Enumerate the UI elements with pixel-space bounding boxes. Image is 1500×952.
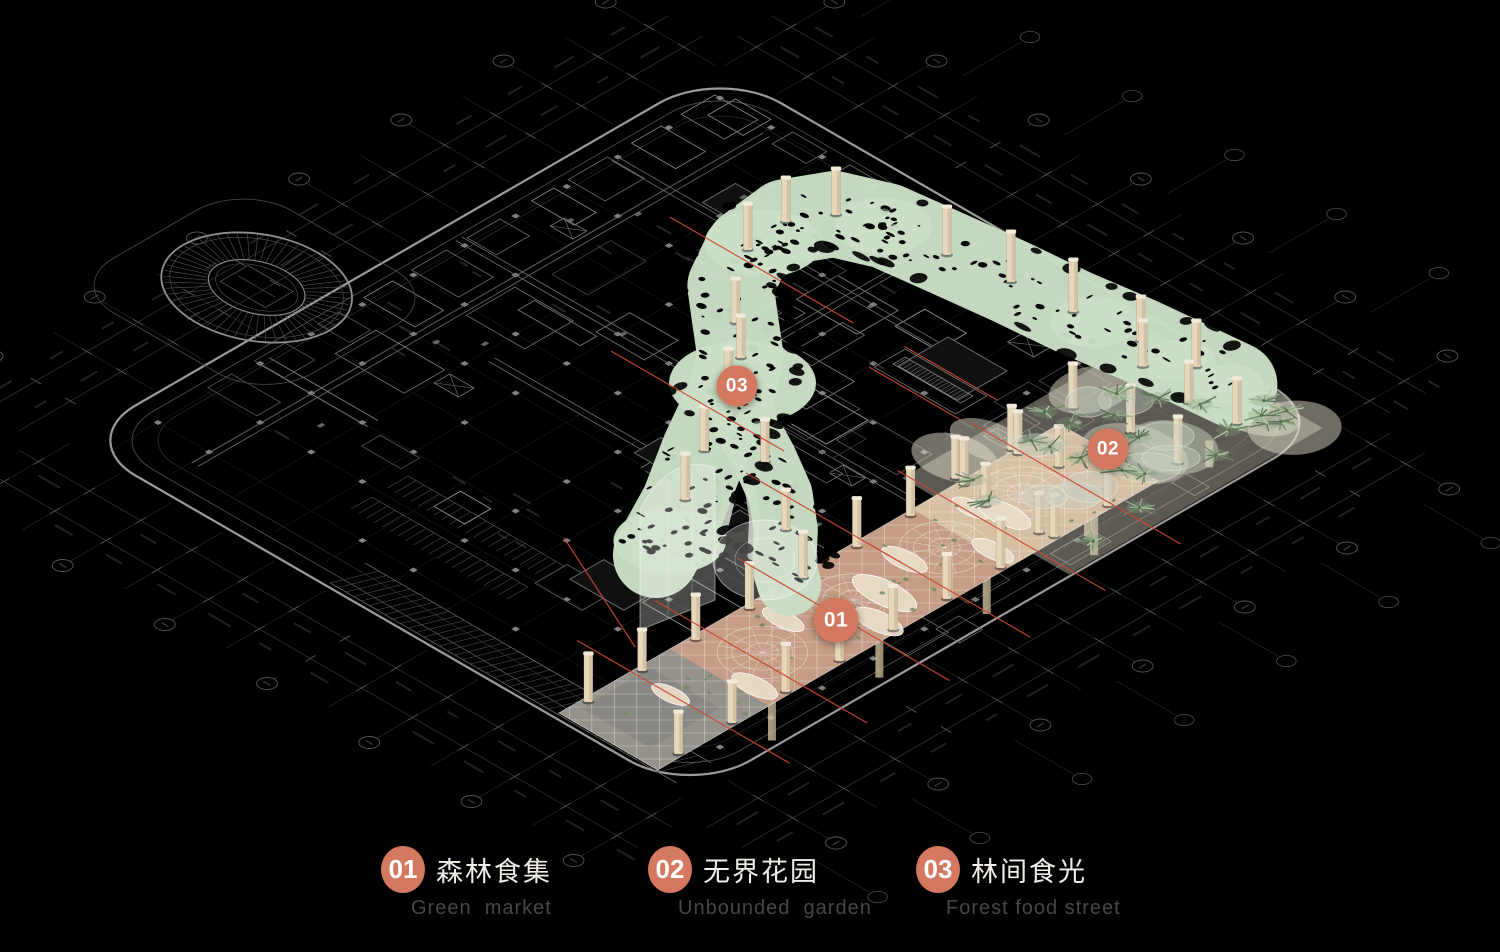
legend-label-zh-03: 林间食光 [971, 857, 1087, 887]
legend-badge-01: 01 [381, 846, 425, 893]
legend-label-en-03: Forest food street [946, 897, 1121, 919]
legend-item-green-market: 01 森林食集 Green market [381, 846, 552, 920]
legend-label-en-01: Green market [411, 897, 552, 919]
marker-02-unbounded-garden: 02 [1087, 428, 1129, 470]
legend-label-zh-02: 无界花园 [703, 857, 819, 887]
red-accent-lines [257, 214, 1219, 770]
legend-label-zh-01: 森林食集 [436, 857, 552, 887]
legend-item-unbounded-garden: 02 无界花园 Unbounded garden [648, 846, 872, 920]
marker-03-label: 03 [725, 375, 749, 396]
market-deck-and-garden-ground [119, 331, 1342, 931]
glass-pavilion [639, 464, 818, 631]
marker-01-label: 01 [823, 608, 849, 631]
legend-item-forest-food-street: 03 林间食光 Forest food street [916, 846, 1121, 920]
legend-badge-03: 03 [916, 846, 960, 893]
marker-03-forest-food-street: 03 [716, 365, 758, 407]
legend: 01 森林食集 Green market 02 无界花园 Unbounded g… [0, 846, 1500, 936]
legend-badge-02: 02 [648, 846, 692, 893]
marker-01-green-market: 01 [813, 597, 859, 643]
marker-02-label: 02 [1096, 438, 1120, 459]
legend-label-en-02: Unbounded garden [678, 897, 872, 919]
